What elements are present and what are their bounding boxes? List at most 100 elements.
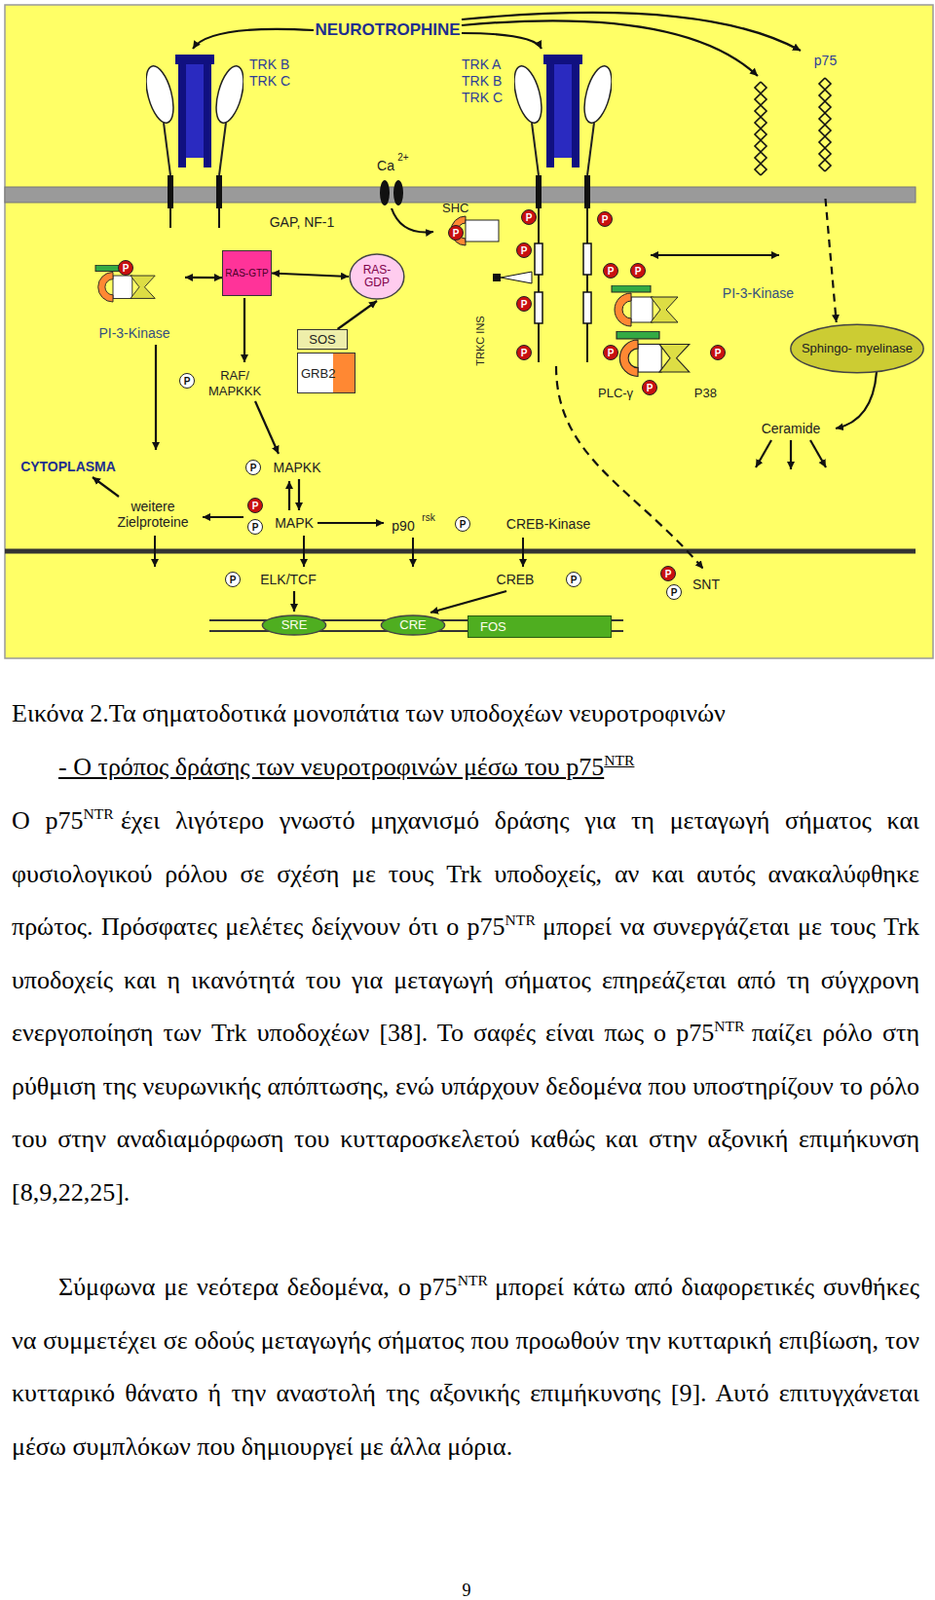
node-text: CRE — [399, 618, 426, 633]
diagram-label: Ca — [376, 157, 395, 174]
body-text: NTR — [82, 805, 113, 823]
node-text: SOS — [308, 332, 336, 347]
node-text: RAS- GDP — [357, 263, 397, 290]
diagram-label: SNT — [692, 576, 720, 593]
node-ell: SRE — [261, 614, 328, 636]
diagram-label: Ceramide — [761, 420, 822, 437]
diagram-label: p90 — [391, 518, 414, 534]
node-label-group: SHC — [436, 198, 513, 248]
ellipse-outline — [261, 615, 326, 636]
p75-zigzag — [754, 77, 831, 176]
node-text: TRK B TRK C — [249, 56, 300, 90]
node-text: p75 — [803, 52, 848, 70]
phosphate-marker: P — [448, 224, 464, 241]
phosphate-marker: P — [660, 565, 676, 582]
phosphate-marker: P — [179, 373, 195, 389]
zigzag-stroke — [760, 81, 767, 176]
cell-membrane — [4, 187, 916, 203]
phosphate-marker: P — [224, 571, 241, 588]
diagram-label: MAPK — [274, 515, 314, 531]
phosphate-marker: P — [565, 571, 582, 588]
connector — [825, 198, 837, 323]
receptor-tails — [170, 208, 588, 363]
phosphate-marker: P — [247, 497, 263, 514]
node-text: PLC-γ — [598, 385, 634, 401]
node-label-group: PI-3-Kinase — [83, 261, 186, 343]
phosphate-marker: P — [602, 262, 619, 279]
diagram-label: ELK/TCF — [260, 571, 317, 588]
diagram-label: MAPKK — [272, 459, 321, 476]
ca-channel — [379, 180, 390, 206]
body-text: Ο p75 — [11, 806, 83, 835]
phosphate-marker: P — [666, 584, 682, 600]
phosphate-marker: P — [454, 516, 471, 532]
node-text: RAS-GTP — [224, 267, 268, 279]
node-label-group: TRK A TRK B TRK C — [457, 50, 624, 197]
node-label-group: p75 — [803, 50, 848, 199]
body-text: NTR — [713, 1017, 745, 1035]
subheading: - Ο τρόπος δράσης των νευροτροφινών μέσω… — [58, 741, 916, 795]
node-fos: FOS — [467, 615, 612, 638]
node-text: FOS — [480, 619, 507, 635]
phosphate-marker: P — [245, 459, 262, 476]
phosphate-marker: P — [247, 519, 263, 535]
phosphate-marker: P — [516, 296, 532, 312]
node-ell: Sphingo- myelinase — [787, 322, 927, 375]
diagram-label: rsk — [421, 512, 435, 524]
paragraph: Σύμφωνα με νεότερα δεδομένα, ο p75NTRμπο… — [11, 1261, 920, 1474]
zigzag-stroke — [824, 77, 831, 172]
node-pink: RAS-GTP — [222, 250, 272, 297]
arrows — [92, 12, 877, 613]
plc-complex-shape — [616, 331, 690, 376]
diagram-label: CREB-Kinase — [506, 516, 591, 532]
body-text: NTR — [505, 911, 536, 929]
trk-receptor — [509, 54, 618, 209]
diagram-label: CREB — [496, 571, 535, 588]
node-circ: RAS- GDP — [348, 252, 406, 301]
ca-channel — [393, 180, 404, 206]
node-text: GRB2 — [300, 366, 336, 381]
node-text: P38 — [694, 385, 717, 401]
diagram-label: TRKC INS — [474, 315, 487, 366]
yellow-panel — [4, 4, 934, 659]
node-grb: GRB2 — [297, 352, 356, 394]
trk-receptor — [141, 54, 250, 209]
node-text: SRE — [281, 618, 308, 633]
paragraph: Ο p75NTRέχει λιγότερο γνωστό μηχανισμό δ… — [11, 794, 920, 1220]
phosphate-marker: P — [630, 262, 646, 279]
nuclear-membrane — [4, 549, 916, 555]
figure-caption: Εικόνα 2.Τα σηματοδοτικά μονοπάτια των υ… — [11, 687, 928, 742]
phosphate-marker: P — [117, 260, 134, 276]
page-number: 9 — [462, 1580, 472, 1600]
phosphate-marker: P — [597, 211, 613, 227]
receptor-segments — [534, 243, 592, 324]
diagram-label: RAF/ MAPKKK — [204, 368, 265, 400]
node-label-group: PLC-γ P38 — [596, 329, 721, 402]
connector — [337, 300, 377, 330]
diagram-label: NEUROTROPHINE — [314, 20, 460, 40]
phosphate-marker: P — [516, 344, 532, 361]
node-sos: SOS — [297, 329, 348, 350]
body-text: - Ο τρόπος δράσης των νευροτροφινών μέσω… — [58, 752, 604, 782]
diagram-label: weitere Zielproteine — [108, 498, 198, 530]
insert-flag — [500, 271, 532, 284]
body-text: Σύμφωνα με νεότερα δεδομένα, ο p75 — [58, 1272, 458, 1302]
nuclear-arrows — [154, 535, 524, 567]
phosphate-marker: P — [641, 379, 658, 396]
diagram-label: 2+ — [397, 151, 409, 163]
phosphate-marker: P — [602, 344, 619, 361]
phosphate-marker: P — [516, 242, 532, 259]
phosphate-marker: P — [521, 209, 537, 225]
node-label-group: PI-3-Kinase — [598, 277, 794, 325]
connector — [185, 276, 223, 280]
diagram-label: GAP, NF-1 — [269, 214, 336, 230]
node-label-group: TRK B TRK C — [146, 50, 302, 197]
node-text: SHC — [442, 200, 469, 216]
node-text: PI-3-Kinase — [83, 325, 186, 341]
connector — [271, 273, 349, 278]
insert-flag — [492, 273, 501, 282]
pi3k-shape — [611, 285, 678, 327]
node-text: PI-3-Kinase — [722, 285, 794, 301]
diagram-label: CYTOPLASMA — [20, 458, 116, 475]
